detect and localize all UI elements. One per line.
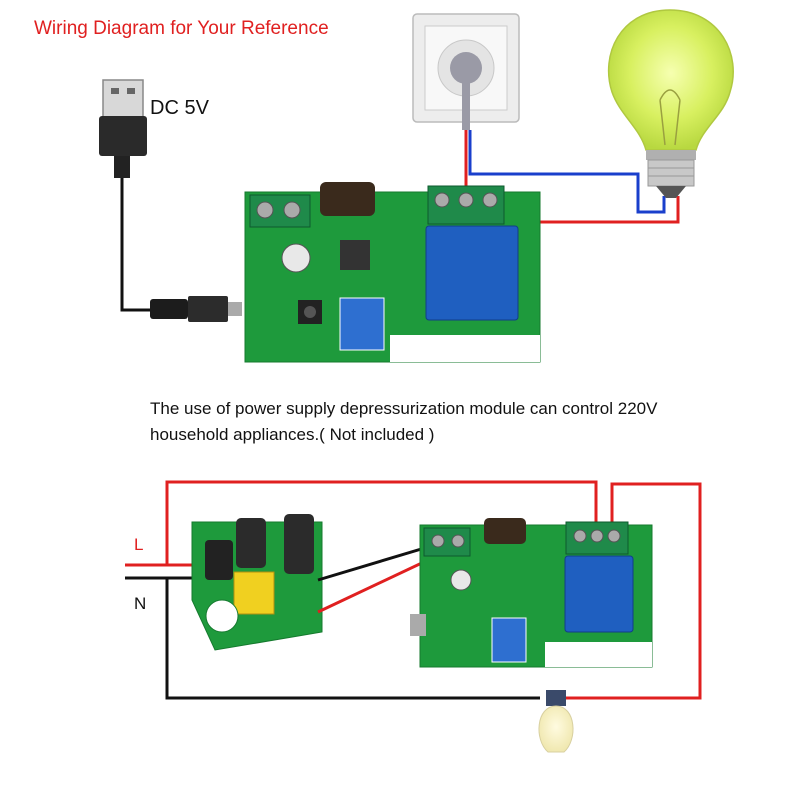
module-dc-negative-wire	[317, 542, 439, 582]
note-line-1: The use of power supply depressurization…	[150, 399, 658, 418]
power-supply-module	[191, 514, 323, 651]
light-bulb-icon	[607, 9, 734, 198]
wall-socket-icon	[412, 13, 520, 130]
top-neutral-wire	[468, 130, 666, 214]
bottom-relay-board	[410, 518, 653, 668]
top-relay-board	[244, 182, 541, 363]
usb-plug-icon	[99, 79, 147, 178]
bottom-switched-wire	[566, 482, 702, 700]
bottom-live-loop-wire	[125, 480, 598, 567]
small-light-bulb-icon	[538, 690, 574, 753]
neutral-label: N	[134, 594, 147, 613]
live-label: L	[134, 535, 144, 554]
usb-cable	[120, 178, 150, 312]
diagram-title: Wiring Diagram for Your Reference	[34, 18, 329, 39]
note-line-2: household appliances.( Not included )	[150, 425, 435, 444]
power-label: DC 5V	[150, 97, 209, 119]
micro-usb-connector-icon	[150, 296, 242, 322]
